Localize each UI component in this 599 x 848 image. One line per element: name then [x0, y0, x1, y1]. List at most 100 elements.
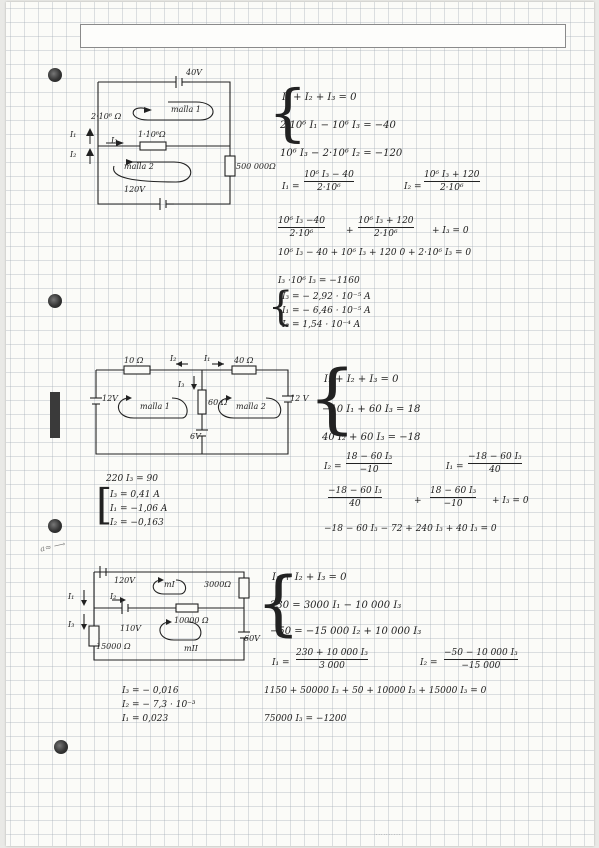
p3-expand: 1150 + 50000 I₃ + 50 + 10000 I₃ + 15000 … [264, 686, 487, 696]
system-3-eq1: I₁ + I₂ + I₃ = 0 [272, 572, 347, 583]
circuit-1-mesh2: malla 2 [124, 162, 154, 171]
system-2-eq1: I₁ + I₂ + I₃ = 0 [324, 374, 399, 385]
circuit-1-mesh1: malla 1 [171, 105, 201, 114]
circuit-3-src-top: 120V [114, 576, 136, 585]
edge-label [50, 392, 60, 438]
circuit-2-src-mid: 6V [190, 432, 201, 441]
p2-sub-plus: + [414, 496, 422, 506]
circuit-3-src-right: 60V [244, 634, 260, 643]
denominator: 2·10⁶ [317, 183, 341, 193]
p1-i1-lhs: I₁ = [282, 182, 300, 192]
p3-result-i2: I₂ = − 7,3 · 10⁻³ [122, 700, 196, 710]
system-3-eq2: 230 = 3000 I₁ − 10 000 I₃ [270, 600, 402, 611]
circuit-3-src-mid: 110V [120, 624, 142, 633]
system-brace: { [308, 353, 357, 442]
p1-expand: 10⁶ I₃ − 40 + 10⁶ I₃ + 120 0 + 2·10⁶ I₃ … [278, 248, 472, 258]
denominator: 2·10⁶ [373, 229, 398, 239]
circuit-1-i2: I₂ [70, 150, 77, 159]
p1-i2-frac: 10⁶ I₃ + 120 2·10⁶ [424, 170, 480, 193]
header-box [80, 24, 566, 48]
circuit-1-r3: 500 000Ω [236, 162, 276, 171]
circuit-1-src-top: 40V [186, 68, 202, 77]
denominator: −10 [359, 465, 379, 475]
p1-sub-plus: + [346, 226, 354, 236]
system-1-eq3: 10⁶ I₃ − 2·10⁶ I₂ = −120 [280, 148, 403, 159]
circuit-1-r1: 2·10⁶ Ω [91, 112, 122, 121]
denominator: −15 000 [461, 661, 501, 671]
numerator: 230 + 10 000 I₃ [296, 648, 368, 658]
p2-i2-frac: 18 − 60 I₃ −10 [346, 452, 393, 475]
circuit-1-i3: I₃ [111, 136, 118, 145]
numerator: 10⁶ I₃ + 120 [424, 170, 480, 180]
circuit-1-i1: I₁ [70, 130, 77, 139]
p2-result-i3: I₃ = 0,41 A [110, 490, 160, 500]
circuit-3 [81, 566, 250, 661]
circuit-3-mesh1: mI [164, 580, 175, 589]
circuit-2-r2: 40 Ω [234, 356, 254, 365]
p1-sub-frac1: 10⁶ I₃ −40 2·10⁶ [278, 216, 325, 239]
p3-i1-frac: 230 + 10 000 I₃ 3 000 [296, 648, 368, 671]
notebook-page: 40V 2·10⁶ Ω malla 1 I₃ 1·10⁶Ω I₁ I₂ mall… [6, 2, 594, 846]
p3-i2-lhs: I₂ = [420, 658, 438, 668]
numerator: −18 − 60 I₃ [328, 486, 382, 496]
denominator: −10 [443, 499, 463, 509]
numerator: −50 − 10 000 I₃ [444, 648, 518, 658]
p2-i1-frac: −18 − 60 I₃ 40 [468, 452, 522, 475]
circuit-2-i3: I₃ [178, 380, 185, 389]
circuit-1-src-bottom: 120V [124, 185, 146, 194]
system-brace: { [256, 562, 301, 644]
p1-result-i3: I₃ = − 2,92 · 10⁻⁵ A [282, 292, 371, 302]
denominator: 40 [349, 499, 361, 509]
circuit-3-r-top: 3000Ω [204, 580, 231, 589]
numerator: −18 − 60 I₃ [468, 452, 522, 462]
circuit-3-r-left: 15000 Ω [96, 642, 131, 651]
punch-hole [48, 519, 62, 533]
circuit-2-r3: 60 Ω [208, 398, 228, 407]
circuit-3-i3: I₃ [68, 620, 75, 629]
numerator: 10⁶ I₃ − 40 [304, 170, 354, 180]
circuit-3-r-mid: 10000 Ω [174, 616, 209, 625]
p1-result-line0: I₃ ·10⁶ I₃ = −1160 [278, 276, 360, 286]
p2-sub-frac1: −18 − 60 I₃ 40 [328, 486, 382, 509]
system-1-eq2: 2·10⁶ I₁ − 10⁶ I₃ = −40 [280, 120, 396, 131]
system-1-eq1: I₁ + I₂ + I₃ = 0 [282, 92, 357, 103]
circuit-1 [86, 76, 236, 210]
p1-result-i1: I₁ = − 6,46 · 10⁻⁵ A [282, 306, 371, 316]
circuit-3-i1: I₁ [68, 592, 75, 601]
system-brace: { [268, 76, 308, 149]
p2-result-i1: I₁ = −1,06 A [110, 504, 168, 514]
circuit-2-src-left: 12V [102, 394, 118, 403]
circuit-2-i1: I₁ [204, 354, 211, 363]
punch-hole [54, 740, 68, 754]
circuit-3-i2: I₂ [110, 592, 117, 601]
denominator: 2·10⁶ [439, 183, 464, 193]
circuit-1-r2: 1·10⁶Ω [138, 130, 166, 139]
p1-sub-rest: + I₃ = 0 [432, 226, 469, 236]
system-3-eq3: −50 = −15 000 I₂ + 10 000 I₃ [270, 626, 422, 637]
p3-final: 75000 I₃ = −1200 [264, 714, 347, 724]
circuit-2-src-right: 12 V [290, 394, 309, 403]
circuit-3-mesh2: mII [184, 644, 198, 653]
denominator: 3 000 [319, 661, 345, 671]
p1-result-i2: I₂ = 1,54 · 10⁻⁴ A [282, 320, 361, 330]
numerator: 10⁶ I₃ −40 [278, 216, 325, 226]
p2-i2-lhs: I₂ = [324, 462, 342, 472]
p3-result-i1: I₁ = 0,023 [122, 714, 169, 724]
result-brace: { [268, 284, 294, 330]
p2-expand: −18 − 60 I₃ − 72 + 240 I₃ + 40 I₃ = 0 [324, 524, 497, 534]
p1-i2-lhs: I₂ = [404, 182, 422, 192]
p2-result-i2: I₂ = −0,163 [110, 518, 164, 528]
punch-hole [48, 294, 62, 308]
p2-result-first: 220 I₃ = 90 [106, 474, 158, 484]
system-2-eq2: −10 I₁ + 60 I₃ = 18 [322, 404, 421, 415]
circuit-2-r1: 10 Ω [124, 356, 144, 365]
footer-text: · · · · · · · · · · [376, 832, 401, 837]
punch-hole [48, 68, 62, 82]
numerator: 10⁶ I₃ + 120 [358, 216, 414, 226]
circuit-2-i2: I₂ [170, 354, 177, 363]
p2-i1-lhs: I₁ = [446, 462, 464, 472]
circuit-2 [90, 361, 294, 455]
p3-result-i3: I₃ = − 0,016 [122, 686, 179, 696]
p1-i1-frac: 10⁶ I₃ − 40 2·10⁶ [304, 170, 354, 193]
numerator: 18 − 60 I₃ [346, 452, 393, 462]
